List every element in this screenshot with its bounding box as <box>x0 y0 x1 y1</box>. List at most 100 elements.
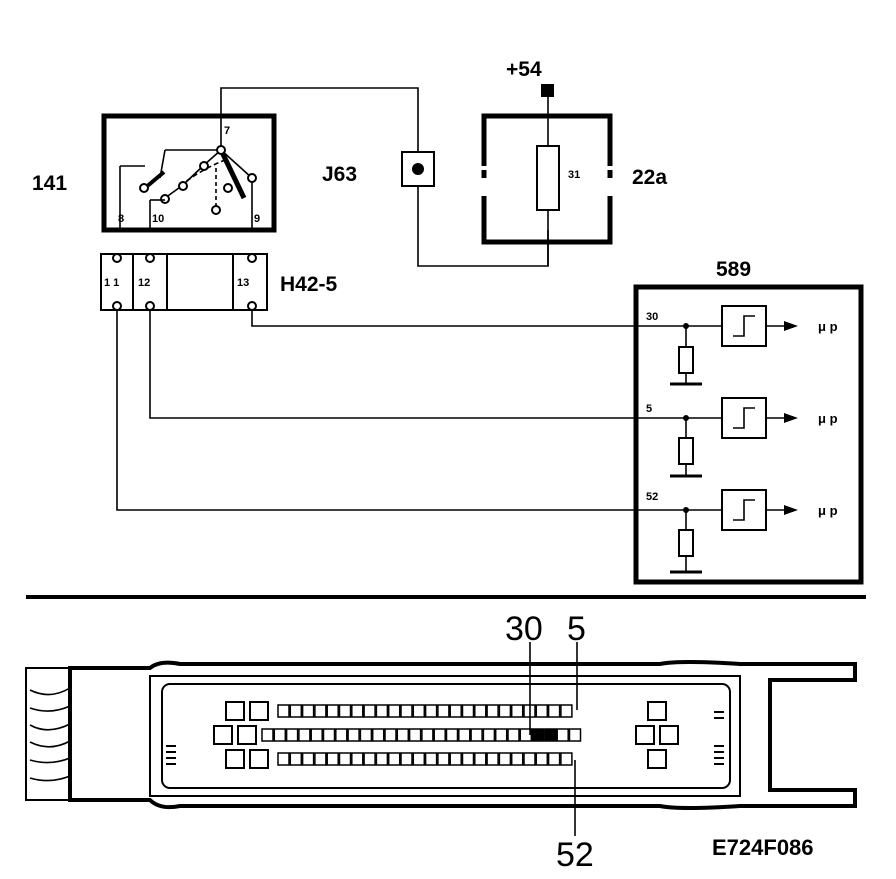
pin-cavity <box>326 752 339 766</box>
switch-pin-7: 7 <box>224 125 230 137</box>
callout-pin-5: 5 <box>567 610 586 648</box>
pin-cavity <box>449 752 462 766</box>
switch-pin-10: 10 <box>152 213 164 225</box>
callout-pin-52: 52 <box>556 836 594 874</box>
pin-cavity <box>289 704 303 718</box>
pin-cavity <box>547 704 561 718</box>
pin-cavity <box>387 704 401 718</box>
pin-cavity <box>474 704 487 718</box>
pin-cavity <box>433 728 446 742</box>
ecu-input-channel: 5 μ p <box>646 397 838 478</box>
pin-cavity <box>384 728 397 742</box>
connector-pin-12: 12 <box>138 277 150 289</box>
pin-cavity <box>547 752 561 766</box>
pin-cavity <box>408 728 422 742</box>
fuse-ref-label: J63 <box>322 163 357 186</box>
pin-cavity <box>322 728 336 742</box>
pin-cavity <box>507 728 520 742</box>
ecu-ref-label: 589 <box>716 258 751 281</box>
figure-code: E724F086 <box>712 835 814 860</box>
switch-pin-8: 8 <box>118 213 124 225</box>
pin-cavity <box>494 728 508 742</box>
pin-cavity <box>396 728 410 742</box>
highlighted-pin-cavity <box>531 728 545 742</box>
wire-pin12-to-ecu5 <box>149 310 686 419</box>
pin-cavity <box>277 752 290 766</box>
pin-cavity <box>486 752 499 766</box>
pin-cavity <box>301 704 315 718</box>
pin-cavity <box>375 704 389 718</box>
pin-cavity <box>314 752 327 766</box>
connector-pin-11: 1 1 <box>104 277 119 289</box>
callout-pin-30: 30 <box>505 610 543 648</box>
ecu-output-label: μ p <box>818 503 838 518</box>
switch-141: 7 8 10 9 <box>101 113 277 233</box>
pin-cavity <box>556 728 569 742</box>
pin-cavity <box>424 704 438 718</box>
pin-cavity <box>298 728 311 742</box>
pin-cavity <box>560 704 573 718</box>
ecu-input-channel: 30 μ p <box>646 305 838 386</box>
ecu-pin-5: 5 <box>646 403 652 415</box>
pin-cavity <box>347 728 360 742</box>
pin-cavity <box>338 752 352 766</box>
pin-cavity <box>371 728 385 742</box>
pin-cavity <box>424 752 438 766</box>
pin-cavity <box>568 728 582 742</box>
connector-ref-label: H42-5 <box>280 273 338 296</box>
relay-ref-label: 22a <box>632 166 667 189</box>
pin-cavity <box>338 704 352 718</box>
pin-cavity <box>560 752 573 766</box>
relay-22a: 31 <box>480 92 614 266</box>
pin-cavity <box>461 752 475 766</box>
ecu-pin-30: 30 <box>646 311 658 323</box>
relay-pin-31: 31 <box>568 169 580 181</box>
pin-cavity <box>363 704 376 718</box>
ecu-output-label: μ p <box>818 319 838 334</box>
pin-cavity <box>461 704 475 718</box>
connector-pin-13: 13 <box>237 277 249 289</box>
switch-ref-label: 141 <box>32 172 67 195</box>
pin-cavity <box>482 728 496 742</box>
pin-cavity <box>326 704 339 718</box>
ecu-output-label: μ p <box>818 411 838 426</box>
pin-cavity <box>400 752 413 766</box>
pin-cavity <box>445 728 459 742</box>
ecu-input-channel: 52 μ p <box>646 489 838 574</box>
pin-cavity <box>261 728 274 742</box>
switch-wiper <box>218 148 247 200</box>
fuse-j63 <box>401 151 435 187</box>
pin-cavity <box>486 704 499 718</box>
pin-cavity <box>510 752 524 766</box>
pin-cavity <box>351 704 364 718</box>
pin-cavity <box>289 752 303 766</box>
pin-cavity <box>535 704 549 718</box>
pin-cavity <box>474 752 487 766</box>
pin-cavity <box>510 704 524 718</box>
pin-cavity <box>314 704 327 718</box>
relay-coil <box>536 145 560 211</box>
pin-cavity <box>310 728 323 742</box>
ecu-589 <box>633 284 864 585</box>
pin-cavity <box>437 752 450 766</box>
pin-cavity <box>498 752 512 766</box>
pin-cavity <box>375 752 389 766</box>
switch-pin-9: 9 <box>254 213 260 225</box>
pin-cavity <box>273 728 287 742</box>
pin-cavity <box>449 704 462 718</box>
wire-pin11-to-ecu52 <box>116 310 686 511</box>
pin-cavity <box>412 752 426 766</box>
supply-terminal <box>541 84 554 97</box>
pin-cavity <box>458 728 471 742</box>
pin-cavity <box>412 704 426 718</box>
pin-cavity <box>285 728 299 742</box>
pin-cavity <box>335 728 348 742</box>
ecu-connector-plug <box>25 642 857 836</box>
pin-cavity <box>301 752 315 766</box>
highlighted-pin-cavity <box>544 728 557 742</box>
pin-cavity <box>400 704 413 718</box>
pin-cavity <box>359 728 373 742</box>
connector-pin-rows <box>261 704 582 766</box>
